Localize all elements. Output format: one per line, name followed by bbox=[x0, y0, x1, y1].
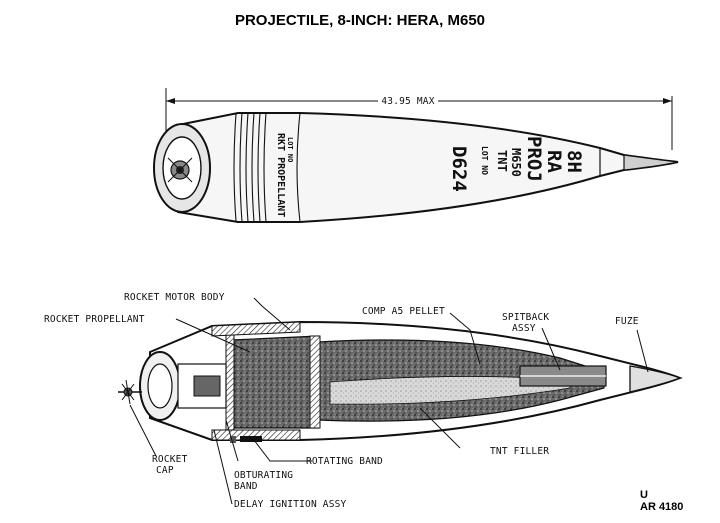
svg-text:RKT PROPELLANT: RKT PROPELLANT bbox=[275, 133, 286, 217]
leader-lines bbox=[129, 297, 649, 505]
label-spitback: SPITBACK bbox=[502, 312, 549, 323]
exterior-bands bbox=[233, 112, 301, 223]
cutaway-view bbox=[118, 320, 683, 443]
label-obturating-band: OBTURATING bbox=[234, 470, 293, 481]
label-spitback-assy: ASSY bbox=[512, 323, 536, 334]
body-stencil: 8H RA PROJ M650 TNT LOT NO D624 bbox=[448, 136, 585, 192]
label-rocket-propellant: ROCKET PROPELLANT bbox=[44, 314, 145, 325]
svg-text:LOT NO: LOT NO bbox=[286, 137, 294, 162]
label-tnt-filler: TNT FILLER bbox=[490, 446, 549, 457]
label-obturating-band-2: BAND bbox=[234, 481, 258, 492]
svg-text:PROJ: PROJ bbox=[523, 136, 545, 182]
label-rocket-motor-body: ROCKET MOTOR BODY bbox=[124, 292, 225, 303]
label-rocket-cap: ROCKET bbox=[152, 454, 188, 465]
svg-text:RA: RA bbox=[543, 150, 565, 173]
figure-code-line2: AR 4180 bbox=[640, 501, 684, 513]
label-rocket-cap-2: CAP bbox=[156, 465, 174, 476]
figure-code-line1: U bbox=[640, 489, 648, 501]
svg-text:8H: 8H bbox=[563, 150, 585, 173]
propellant-stencil: RKT PROPELLANT LOT NO bbox=[275, 133, 294, 217]
figure-code: U AR 4180 bbox=[640, 489, 683, 513]
rocket-cap-part bbox=[118, 379, 142, 405]
svg-text:M650: M650 bbox=[509, 148, 523, 177]
dimension-line: 43.95 MAX bbox=[165, 88, 673, 150]
label-delay-ignition: DELAY IGNITION ASSY bbox=[234, 499, 347, 510]
exterior-view: 43.95 MAX RKT PROPELLANT LOT NO bbox=[153, 88, 679, 223]
label-fuze: FUZE bbox=[615, 316, 639, 327]
label-comp-a5-pellet: COMP A5 PELLET bbox=[362, 306, 445, 317]
page-title: PROJECTILE, 8-INCH: HERA, M650 bbox=[234, 12, 486, 29]
svg-text:D624: D624 bbox=[448, 146, 470, 192]
label-rotating-band: ROTATING BAND bbox=[306, 456, 383, 467]
svg-text:TNT: TNT bbox=[495, 150, 509, 172]
dimension-label: 43.95 MAX bbox=[381, 96, 434, 107]
svg-text:LOT NO: LOT NO bbox=[480, 146, 489, 175]
